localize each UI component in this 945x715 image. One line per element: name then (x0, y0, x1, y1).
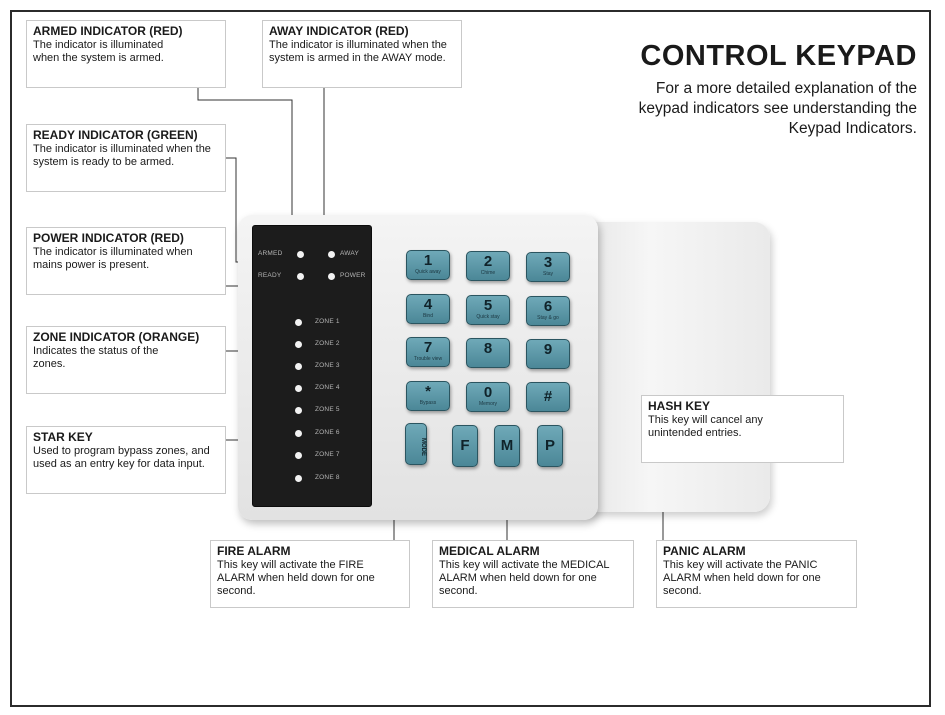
armed-indicator-title: ARMED INDICATOR (RED) (33, 24, 183, 38)
key-7-label: 7 (423, 339, 433, 356)
ready-indicator-text: The indicator is illuminated when the sy… (33, 143, 211, 168)
zone-3-led (295, 363, 302, 370)
fire-key[interactable]: F (452, 425, 478, 467)
zone-4-label: ZONE 4 (315, 384, 340, 391)
zone-1-label: ZONE 1 (315, 318, 340, 325)
panic-alarm-text: This key will activate the PANIC ALARM w… (663, 559, 821, 597)
page-title: CONTROL KEYPAD (640, 40, 917, 72)
zone-3-label: ZONE 3 (315, 362, 340, 369)
key-0-label: 0 (483, 384, 493, 401)
key-8-label: 8 (483, 340, 493, 357)
medical-alarm-title: MEDICAL ALARM (439, 544, 540, 558)
key-2-label: 2 (483, 253, 493, 270)
away-led (328, 251, 335, 258)
hash-key-label: # (543, 388, 553, 405)
star-key-text: Used to program bypass zones, and used a… (33, 445, 210, 470)
zone-4-led (295, 385, 302, 392)
fire-alarm-text: This key will activate the FIRE ALARM wh… (217, 559, 375, 597)
key-1-label: 1 (423, 252, 433, 269)
away-indicator-title: AWAY INDICATOR (RED) (269, 24, 409, 38)
key-9[interactable]: 9 (526, 339, 570, 369)
zone-8-label: ZONE 8 (315, 474, 340, 481)
power-indicator-callout: POWER INDICATOR (RED) The indicator is i… (26, 227, 226, 295)
key-0-sub: Memory (478, 401, 498, 407)
panic-alarm-title: PANIC ALARM (663, 544, 746, 558)
panic-key[interactable]: P (537, 425, 563, 467)
zone-indicator-text: Indicates the status of the zones. (33, 345, 159, 370)
zone-indicator-title: ZONE INDICATOR (ORANGE) (33, 330, 200, 344)
hash-key-callout: HASH KEY This key will cancel any uninte… (641, 395, 844, 463)
ready-led-label: READY (258, 272, 282, 279)
zone-5-led (295, 407, 302, 414)
power-indicator-title: POWER INDICATOR (RED) (33, 231, 184, 245)
key-4-sub: Bind (422, 313, 433, 319)
page-subtitle: For a more detailed explanation of the k… (638, 80, 917, 137)
indicator-panel: ARMED AWAY READY POWER ZONE 1 ZONE 2 ZON… (252, 225, 372, 507)
panic-alarm-callout: PANIC ALARM This key will activate the P… (656, 540, 857, 608)
mode-key[interactable]: MODE (405, 423, 427, 465)
zone-5-label: ZONE 5 (315, 406, 340, 413)
key-3-label: 3 (543, 254, 553, 271)
key-9-label: 9 (543, 341, 553, 358)
zone-8-led (295, 475, 302, 482)
zone-2-led (295, 341, 302, 348)
zone-6-label: ZONE 6 (315, 429, 340, 436)
hash-key-text: This key will cancel any unintended entr… (648, 414, 763, 439)
ready-indicator-title: READY INDICATOR (GREEN) (33, 128, 198, 142)
armed-indicator-callout: ARMED INDICATOR (RED) The indicator is i… (26, 20, 226, 88)
fire-alarm-title: FIRE ALARM (217, 544, 291, 558)
key-6-sub: Stay & go (537, 315, 559, 321)
zone-7-led (295, 452, 302, 459)
medical-key[interactable]: M (494, 425, 520, 467)
away-led-label: AWAY (340, 250, 359, 257)
key-5-sub: Quick stay (476, 314, 500, 320)
key-2-sub: Chime (480, 270, 496, 276)
armed-led (297, 251, 304, 258)
medical-alarm-text: This key will activate the MEDICAL ALARM… (439, 559, 610, 597)
keypad-cover (570, 222, 770, 512)
power-indicator-text: The indicator is illuminated when mains … (33, 246, 193, 271)
zone-1-led (295, 319, 302, 326)
star-key-sub: Bypass (419, 400, 437, 406)
medical-alarm-callout: MEDICAL ALARM This key will activate the… (432, 540, 634, 608)
header: CONTROL KEYPAD For a more detailed expla… (617, 40, 917, 139)
key-6-label: 6 (543, 298, 553, 315)
star-key[interactable]: *Bypass (406, 381, 450, 411)
fire-alarm-callout: FIRE ALARM This key will activate the FI… (210, 540, 410, 608)
zone-7-label: ZONE 7 (315, 451, 340, 458)
armed-led-label: ARMED (258, 250, 283, 257)
key-8[interactable]: 8 (466, 338, 510, 368)
hash-key[interactable]: # (526, 382, 570, 412)
hash-key-title: HASH KEY (648, 399, 711, 413)
star-key-title: STAR KEY (33, 430, 93, 444)
power-led-label: POWER (340, 272, 366, 279)
key-4-label: 4 (423, 296, 433, 313)
key-3-sub: Stay (542, 271, 553, 277)
key-5-label: 5 (483, 297, 493, 314)
key-1-sub: Quick away (415, 269, 441, 275)
power-led (328, 273, 335, 280)
zone-6-led (295, 430, 302, 437)
away-indicator-callout: AWAY INDICATOR (RED) The indicator is il… (262, 20, 462, 88)
away-indicator-text: The indicator is illuminated when the sy… (269, 39, 447, 64)
key-7-sub: Trouble view (413, 356, 443, 362)
ready-indicator-callout: READY INDICATOR (GREEN) The indicator is… (26, 124, 226, 192)
star-key-callout: STAR KEY Used to program bypass zones, a… (26, 426, 226, 494)
star-key-label: * (425, 383, 431, 400)
zone-indicator-callout: ZONE INDICATOR (ORANGE) Indicates the st… (26, 326, 226, 394)
armed-indicator-text: The indicator is illuminated when the sy… (33, 39, 164, 64)
ready-led (297, 273, 304, 280)
zone-2-label: ZONE 2 (315, 340, 340, 347)
